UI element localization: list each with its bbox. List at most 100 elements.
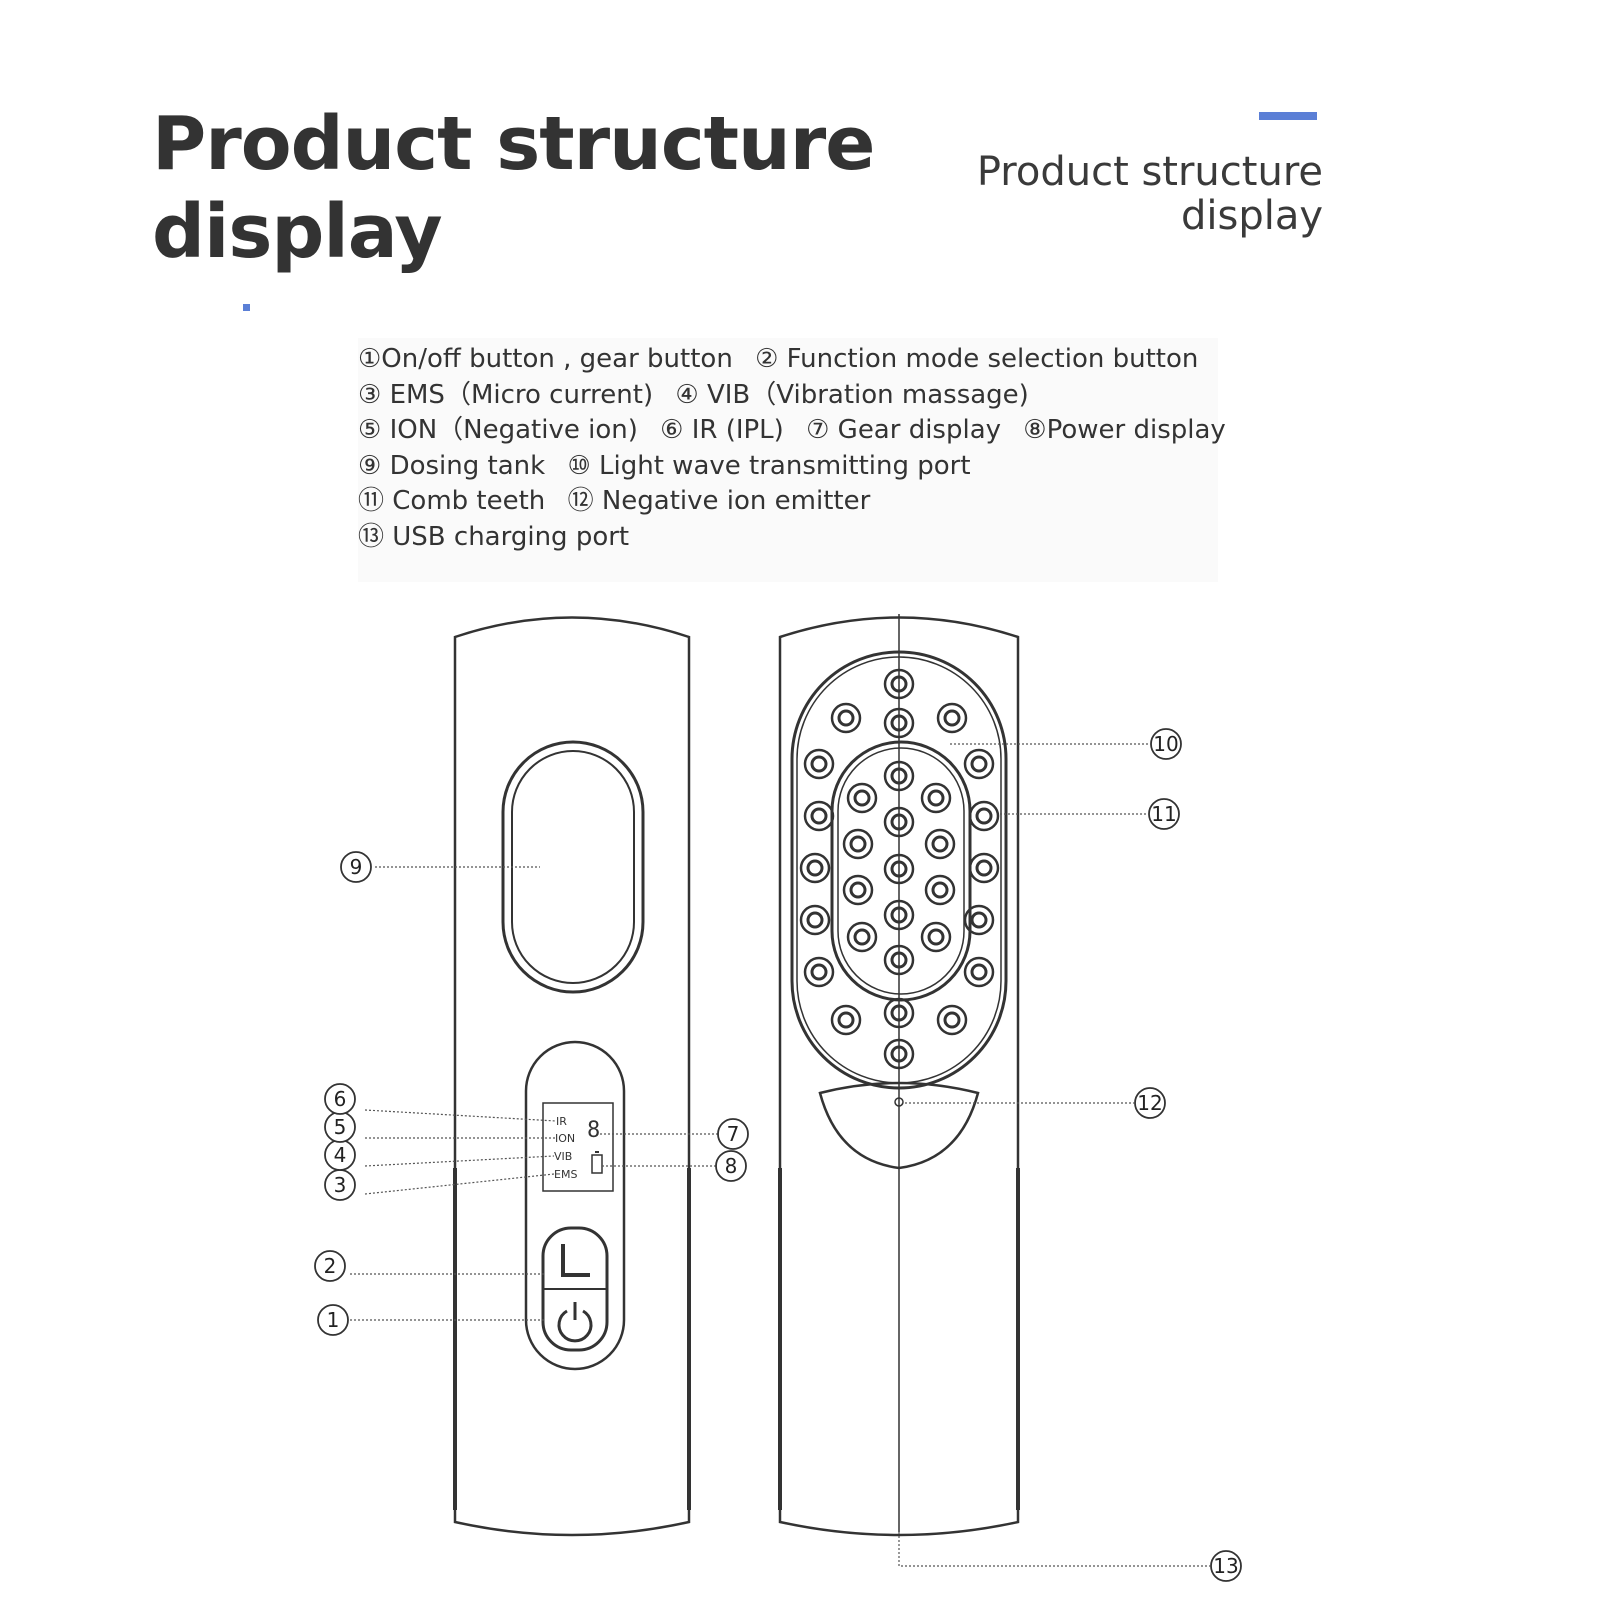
comb-tooth <box>830 1004 862 1036</box>
comb-tooth <box>883 899 915 931</box>
comb-tooth <box>803 748 835 780</box>
display-screen <box>542 1102 614 1192</box>
leader-6 <box>364 1109 557 1122</box>
comb-tooth-tip <box>837 709 855 727</box>
ion-emitter-housing <box>818 1081 980 1170</box>
callout-3: 3 <box>324 1169 356 1201</box>
legend-item-7: ⑦ Gear display <box>806 415 1002 445</box>
callout-8-label: 8 <box>725 1154 738 1178</box>
comb-tooth-tip <box>806 859 824 877</box>
comb-tooth <box>846 782 878 814</box>
light-window-outer <box>830 740 972 1002</box>
leader-13 <box>898 1532 1210 1567</box>
legend-line-3: ⑤ ION（Negative ion) ⑥ IR (IPL) ⑦ Gear di… <box>358 413 1226 449</box>
gear-digit: 8 <box>587 1118 600 1143</box>
comb-tooth <box>924 828 956 860</box>
legend-line-5: ⑪ Comb teeth ⑫ Negative ion emitter <box>358 484 1218 520</box>
comb-tooth-tip <box>853 789 871 807</box>
callout-12: 12 <box>1134 1087 1166 1119</box>
callout-8: 8 <box>715 1150 747 1182</box>
comb-tooth-tip <box>810 807 828 825</box>
legend-item-10: ⑩ Light wave transmitting port <box>567 450 971 481</box>
comb-tooth <box>883 997 915 1029</box>
callout-1: 1 <box>317 1304 349 1336</box>
comb-tooth-tip <box>890 951 908 969</box>
callout-7: 7 <box>717 1118 749 1150</box>
legend-line-4: ⑨ Dosing tank ⑩ Light wave transmitting … <box>358 449 1218 485</box>
comb-tooth <box>842 874 874 906</box>
comb-tooth <box>846 921 878 953</box>
callout-11: 11 <box>1148 798 1180 830</box>
callout-5-label: 5 <box>334 1115 347 1139</box>
main-title-line1: Product structure <box>152 101 875 187</box>
comb-tooth <box>936 702 968 734</box>
lcd-ems-label: EMS <box>554 1168 577 1181</box>
callout-6: 6 <box>324 1083 356 1115</box>
comb-tooth-tip <box>806 911 824 929</box>
comb-tooth <box>883 853 915 885</box>
main-title-line2: display <box>152 189 443 275</box>
comb-tooth-tip <box>943 1011 961 1029</box>
comb-tooth-tip <box>890 675 908 693</box>
comb-tooth <box>883 760 915 792</box>
accent-dot <box>243 304 250 311</box>
comb-tooth-tip <box>810 963 828 981</box>
comb-tooth <box>799 852 831 884</box>
comb-tooth-tip <box>943 709 961 727</box>
comb-tooth-tip <box>970 911 988 929</box>
comb-tooth-tip <box>890 813 908 831</box>
comb-tooth <box>924 874 956 906</box>
callout-leaders <box>350 743 1210 1567</box>
comb-tooth-tip <box>890 767 908 785</box>
comb-tooth-tip <box>890 906 908 924</box>
legend-item-3: ③ EMS（Micro current) <box>358 379 654 410</box>
legend-item-13: ⑬ USB charging port <box>358 521 630 552</box>
comb-tooth <box>799 904 831 936</box>
callout-markers: 1 2 3 4 5 6 7 8 9 10 11 12 13 <box>314 728 1242 1582</box>
comb-tooth <box>803 800 835 832</box>
comb-tooth <box>963 956 995 988</box>
accent-bar <box>1259 112 1317 120</box>
comb-tooth <box>883 668 915 700</box>
callout-5: 5 <box>324 1111 356 1143</box>
comb-tooth <box>920 921 952 953</box>
comb-tooth <box>883 806 915 838</box>
legend-item-8: ⑧Power display <box>1023 415 1226 445</box>
comb-tooth <box>803 956 835 988</box>
lcd-ion-label: ION <box>555 1132 575 1145</box>
device-back-view <box>778 614 1020 1537</box>
comb-tooth-tip <box>970 963 988 981</box>
comb-tooth <box>968 852 1000 884</box>
power-icon <box>557 1309 593 1343</box>
comb-tooth-tip <box>975 859 993 877</box>
front-body-outline <box>453 616 691 1537</box>
sub-title-line1: Product structure <box>976 149 1323 195</box>
legend-item-11: ⑪ Comb teeth <box>358 486 546 516</box>
comb-tooth <box>883 1038 915 1070</box>
comb-tooth <box>968 800 1000 832</box>
legend-line-1: ①On/off button , gear button ② Function … <box>358 342 1218 378</box>
control-panel <box>524 1040 626 1371</box>
comb-tooth-tip <box>890 1004 908 1022</box>
sub-title: Product structure display <box>977 150 1323 238</box>
legend-line-2: ③ EMS（Micro current) ④ VIB（Vibration mas… <box>358 378 1218 414</box>
comb-head-outer <box>790 650 1008 1090</box>
legend-item-9: ⑨ Dosing tank <box>358 450 546 481</box>
callout-10-label: 10 <box>1153 732 1178 756</box>
legend-item-4: ④ VIB（Vibration massage) <box>675 379 1029 410</box>
callout-4: 4 <box>324 1139 356 1171</box>
comb-tooth <box>936 1004 968 1036</box>
comb-tooth <box>883 707 915 739</box>
comb-tooth-tip <box>890 1045 908 1063</box>
callout-11-label: 11 <box>1151 802 1176 826</box>
callout-4-label: 4 <box>334 1143 347 1167</box>
legend-item-6: ⑥ IR (IPL) <box>660 415 784 445</box>
lcd-vib-label: VIB <box>554 1150 572 1163</box>
comb-tooth-tip <box>849 881 867 899</box>
callout-12-label: 12 <box>1137 1091 1162 1115</box>
device-front-view <box>453 616 691 1537</box>
comb-tooth <box>963 748 995 780</box>
dosing-tank-inner <box>511 750 635 984</box>
battery-icon <box>591 1154 603 1174</box>
